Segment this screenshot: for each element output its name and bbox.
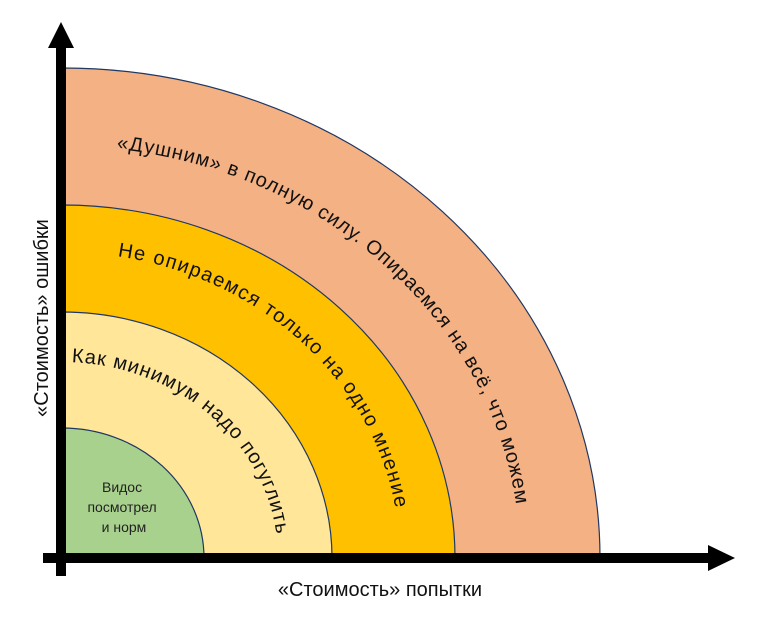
- x-axis-label: «Стоимость» попытки: [278, 579, 482, 601]
- y-axis: [56, 45, 66, 576]
- y-axis-arrow-icon: [48, 22, 74, 48]
- zone-video-label: Видос посмотрел и норм: [87, 479, 160, 535]
- x-axis: [43, 553, 713, 563]
- zone-video: [61, 427, 205, 559]
- y-axis-label: «Стоимость» ошибки: [31, 219, 53, 417]
- x-axis-arrow-icon: [708, 545, 735, 571]
